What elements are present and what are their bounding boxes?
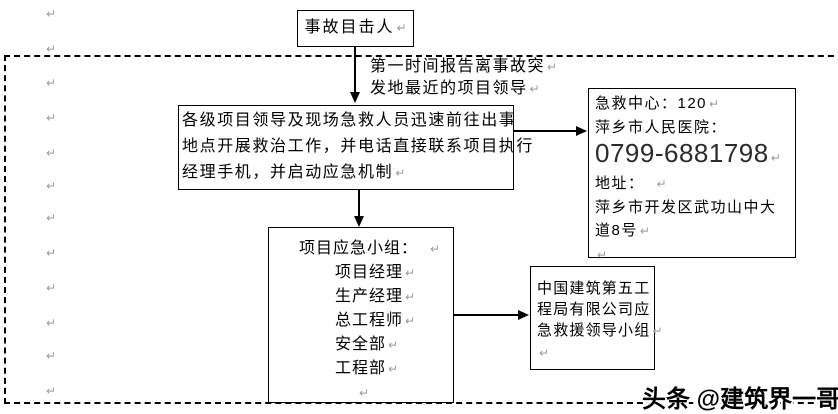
text-line: 地址： ↵ [595, 172, 795, 196]
text-line-content: 中国建筑第五工 [537, 280, 651, 297]
text-line: 急救援领导小组↵ [537, 320, 662, 342]
text-line: 生产经理↵ [335, 285, 453, 309]
return-mark-icon: ↵ [46, 179, 57, 193]
text-line: 事故目击人↵ [298, 11, 413, 45]
text-line-content: 萍乡市人民医院： [595, 119, 728, 136]
text-line: 急救中心：120↵ [595, 92, 795, 116]
text-line-content: 急救援领导小组 [537, 322, 651, 339]
return-mark-icon: ↵ [359, 386, 370, 400]
return-mark-icon: ↵ [388, 362, 399, 376]
return-mark-icon: ↵ [46, 211, 57, 225]
text-line: 项目应急小组： ↵ [299, 237, 453, 261]
return-mark-icon: ↵ [388, 338, 399, 352]
return-mark-icon: ↵ [430, 242, 441, 256]
arrowhead-down-icon [354, 216, 364, 227]
return-mark-icon: ↵ [46, 246, 57, 260]
text-line: 各级项目领导及现场急救人员迅速前往出事 [182, 108, 517, 134]
return-mark-icon: ↵ [652, 324, 663, 338]
text-line-content: 事故目击人 [304, 19, 395, 36]
text-line-content: 发地最近的项目领导 [370, 80, 528, 97]
text-line: 经理手机，并启动应急机制↵ [182, 160, 513, 186]
arrow-team-to-leader-group [454, 314, 519, 316]
response-box: 各级项目领导及现场急救人员迅速前往出事地点开展救治工作，并电话直接联系项目执行经… [178, 105, 532, 190]
return-mark-icon: ↵ [656, 177, 667, 191]
return-mark-icon: ↵ [46, 146, 57, 160]
return-mark-icon: ↵ [405, 314, 416, 328]
text-line: 0799-6881798↵ [595, 139, 795, 172]
return-mark-icon: ↵ [597, 248, 608, 262]
text-line: 第一时间报告离事故突↵ [370, 56, 570, 78]
return-mark-icon: ↵ [46, 281, 57, 295]
text-line: 安全部↵ [335, 333, 453, 357]
text-line-content: 道8号 [595, 222, 638, 239]
arrowhead-right-icon [576, 126, 587, 136]
project-emergency-team-box: 项目应急小组：↵项目经理↵生产经理↵总工程师↵安全部↵工程部↵↵ [268, 227, 454, 403]
text-line: 地点开展救治工作，并电话直接联系项目执行 [182, 134, 532, 160]
text-line-content: 工程部 [335, 360, 387, 377]
text-line: 萍乡市开发区武功山中大 [595, 196, 795, 219]
return-mark-icon: ↵ [539, 346, 550, 360]
text-line-content: 项目经理 [335, 264, 404, 281]
dashed-border-frame [4, 55, 838, 404]
text-line-content: 项目应急小组： [299, 240, 419, 257]
arrowhead-right-icon [518, 310, 529, 320]
text-line-content: 第一时间报告离事故突 [370, 58, 546, 75]
text-line-content: 0799-6881798 [595, 138, 769, 168]
return-mark-icon: ↵ [46, 349, 57, 363]
return-mark-icon: ↵ [405, 290, 416, 304]
text-line: ↵ [595, 243, 795, 267]
return-mark-icon: ↵ [46, 111, 57, 125]
return-mark-icon: ↵ [46, 7, 57, 21]
return-mark-icon: ↵ [46, 316, 57, 330]
return-mark-icon: ↵ [547, 60, 558, 74]
arrow-response-to-team [358, 190, 360, 217]
return-mark-icon: ↵ [396, 21, 407, 35]
witness-box: 事故目击人↵ [297, 10, 414, 47]
report-note: 第一时间报告离事故突↵发地最近的项目领导↵ [370, 56, 570, 100]
text-line: ↵ [357, 381, 453, 405]
arrowhead-down-icon [350, 92, 360, 103]
text-line-content: 生产经理 [335, 288, 404, 305]
return-mark-icon: ↵ [46, 42, 57, 56]
return-mark-icon: ↵ [46, 76, 57, 90]
text-line: 程局有限公司应 [537, 299, 654, 320]
return-mark-icon: ↵ [770, 151, 781, 165]
return-mark-icon: ↵ [395, 166, 406, 180]
text-line-content: 各级项目领导及现场急救人员迅速前往出事 [182, 112, 517, 129]
return-mark-icon: ↵ [709, 97, 720, 111]
return-mark-icon: ↵ [529, 82, 540, 96]
text-line: 中国建筑第五工 [537, 278, 654, 299]
arrow-witness-to-response [354, 47, 356, 93]
text-line: 总工程师↵ [335, 309, 453, 333]
text-line: 项目经理↵ [335, 261, 453, 285]
text-line-content: 地点开展救治工作，并电话直接联系项目执行 [182, 138, 535, 155]
return-mark-icon: ↵ [46, 384, 57, 398]
text-line-content: 安全部 [335, 336, 387, 353]
text-line: 道8号↵ [595, 219, 795, 243]
text-line: 萍乡市人民医院： [595, 116, 795, 139]
watermark: 头条 @建筑界一哥 [642, 386, 838, 413]
text-line: 工程部↵ [335, 357, 453, 381]
arrow-response-to-contacts [514, 130, 577, 132]
text-line-content: 萍乡市开发区武功山中大 [595, 199, 777, 216]
text-line-content: 总工程师 [335, 312, 404, 329]
text-line-content: 地址： [595, 175, 645, 192]
text-line-content: 程局有限公司应 [537, 301, 651, 318]
text-line-content: 经理手机，并启动应急机制 [182, 164, 394, 181]
emergency-contacts-box: 急救中心：120↵萍乡市人民医院：0799-6881798↵地址：↵萍乡市开发区… [588, 88, 796, 262]
text-line: 发地最近的项目领导↵ [370, 78, 570, 100]
return-mark-icon: ↵ [639, 224, 650, 238]
text-line-content: 急救中心：120 [595, 95, 708, 112]
rescue-leader-group-box: 中国建筑第五工程局有限公司应急救援领导小组↵↵ [530, 266, 662, 370]
text-line: ↵ [537, 342, 654, 364]
return-mark-icon: ↵ [405, 266, 416, 280]
